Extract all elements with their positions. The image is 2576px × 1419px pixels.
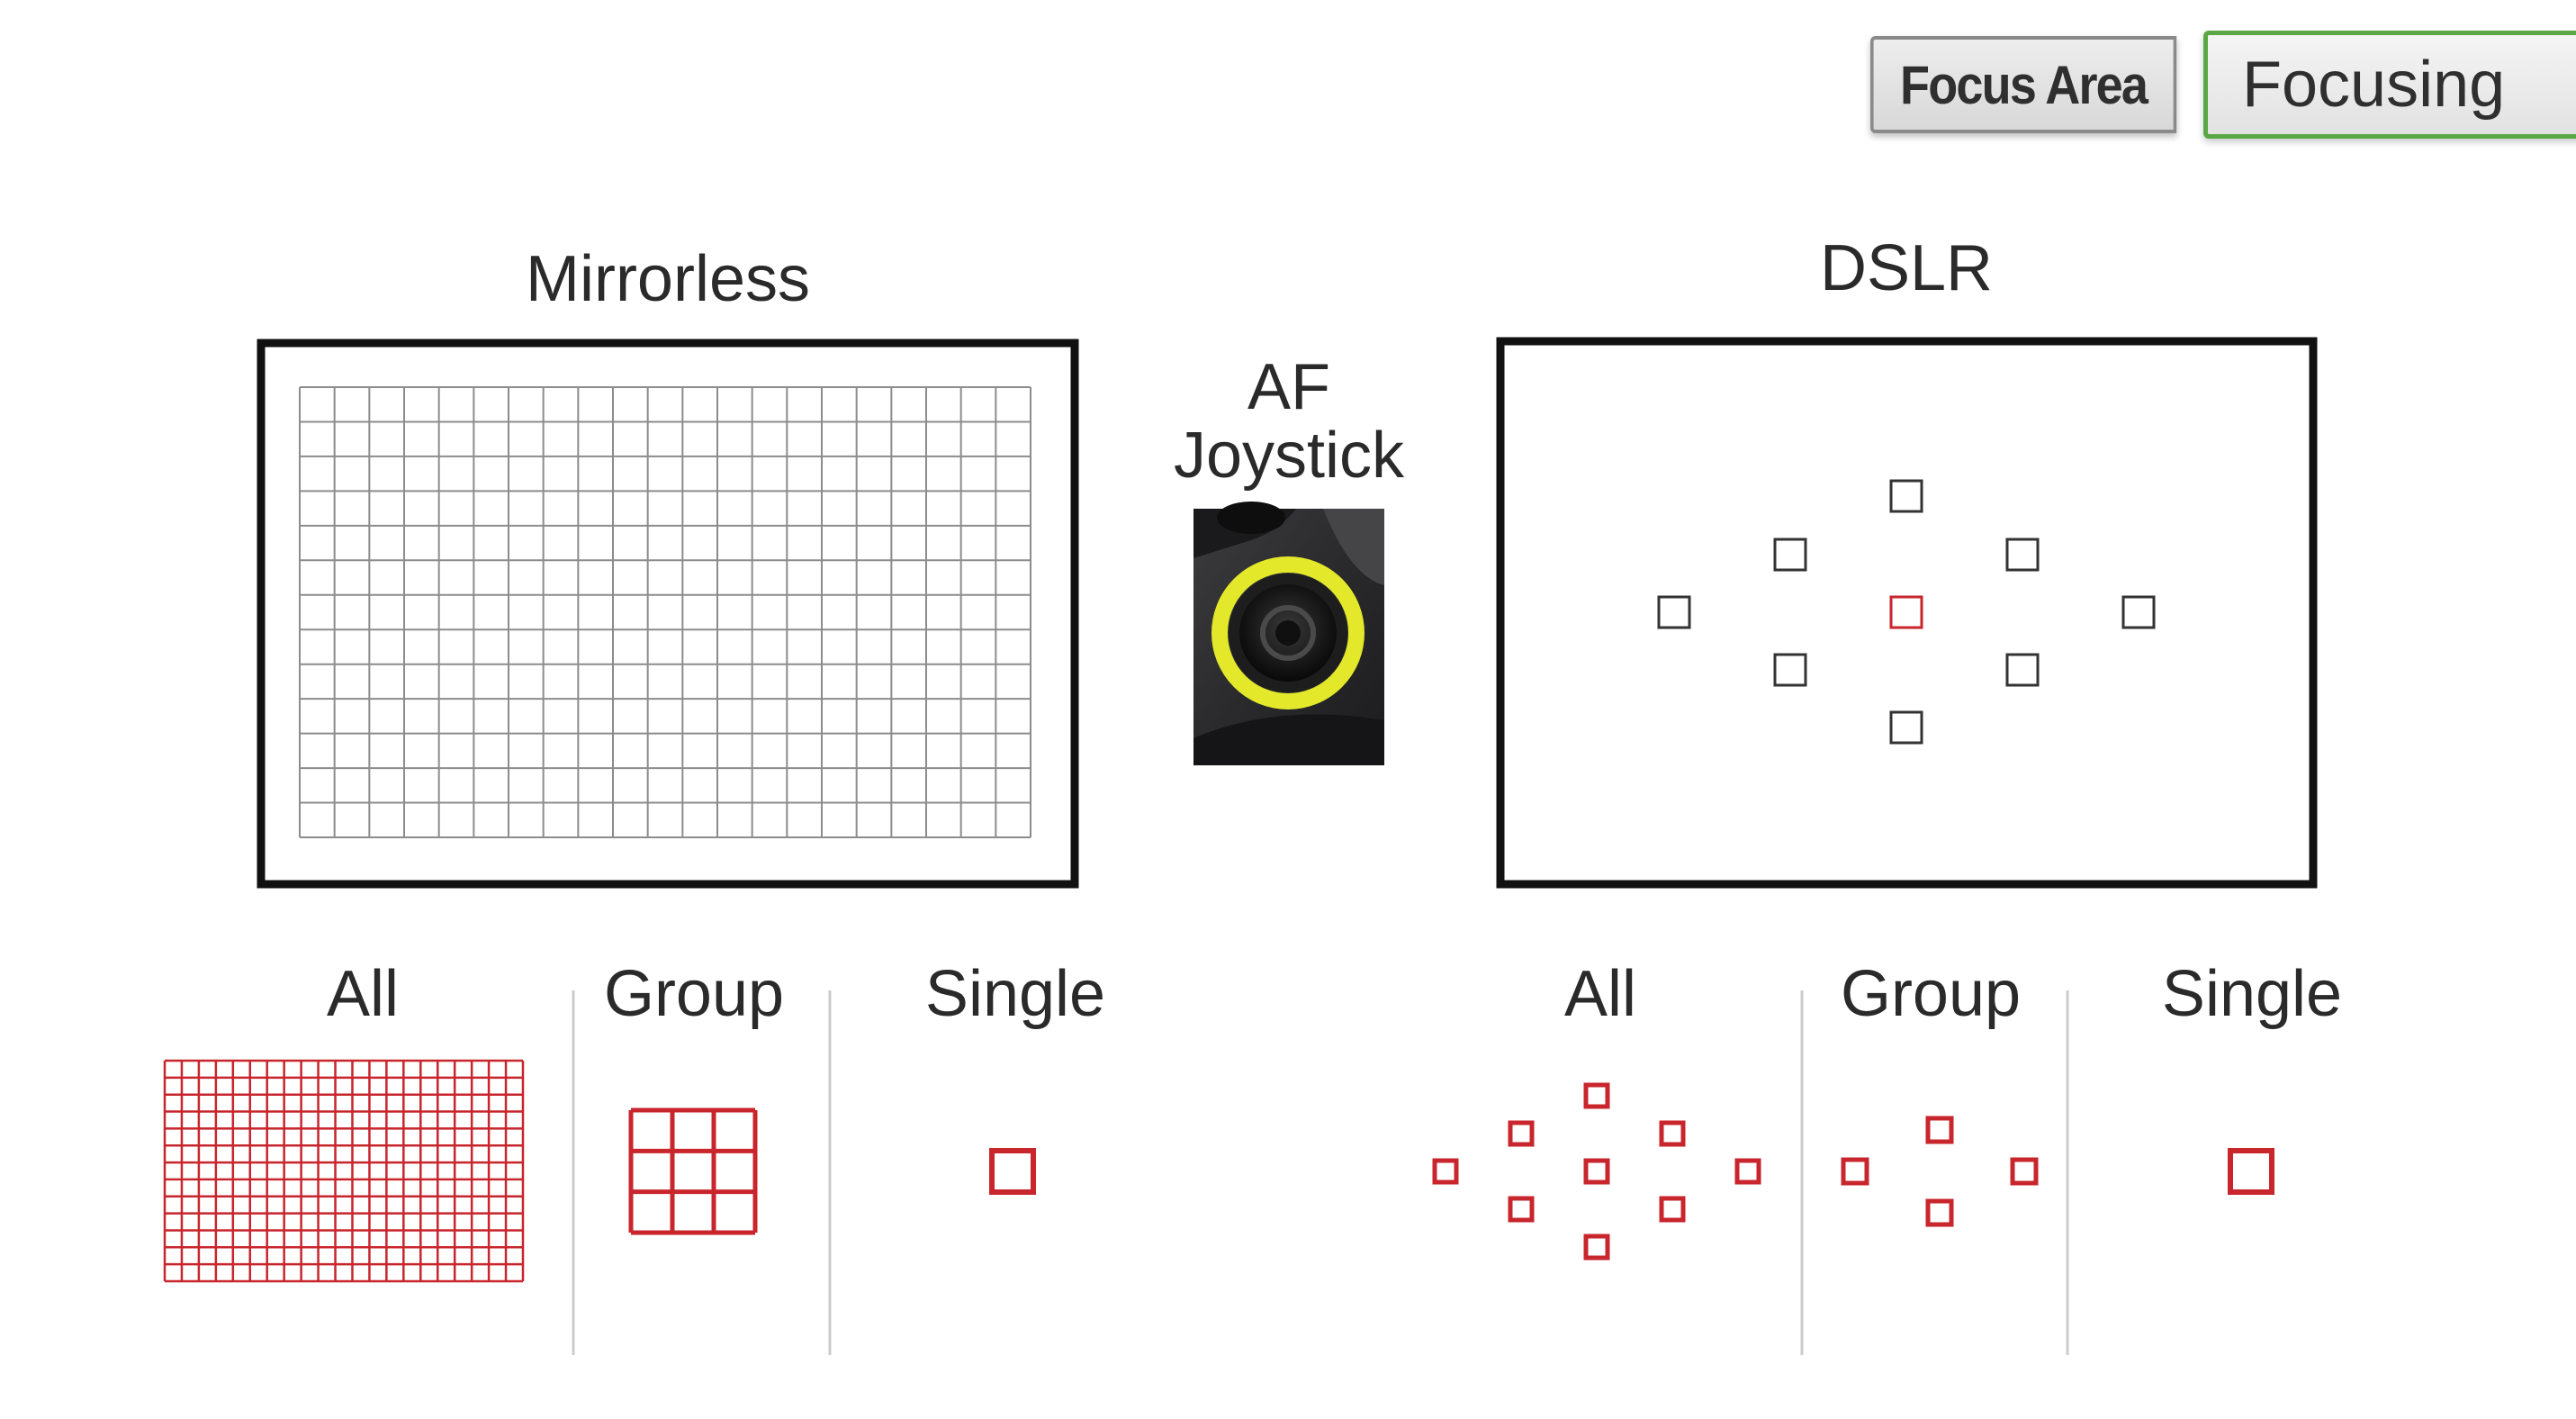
all-dslr-af-point <box>1583 1158 1610 1185</box>
label-single-dslr: Single <box>2162 958 2342 1030</box>
dslr-af-point <box>1889 479 1923 513</box>
all-dslr-af-point <box>1508 1196 1535 1223</box>
all-dslr-af-point <box>1583 1082 1610 1109</box>
dslr-af-point <box>2005 538 2040 572</box>
af-joystick-photo <box>1193 502 1384 765</box>
all-dslr-af-point <box>1659 1196 1686 1223</box>
mode-single-dslr-point <box>2228 1148 2274 1195</box>
af-joystick-title-line1: AF <box>1247 351 1330 423</box>
dslr-af-point <box>1657 595 1691 629</box>
dslr-af-point <box>2121 595 2156 629</box>
dslr-af-point <box>1773 538 1807 572</box>
dslr-af-point <box>1889 595 1923 629</box>
all-dslr-af-point <box>1583 1234 1610 1261</box>
label-group-mirrorless: Group <box>604 958 784 1030</box>
mirrorless-af-grid <box>299 386 1031 838</box>
label-group-dslr: Group <box>1841 958 2021 1030</box>
dslr-title: DSLR <box>1820 232 1993 304</box>
group-dslr-af-point <box>2010 1157 2039 1186</box>
all-dslr-af-point <box>1659 1120 1686 1147</box>
mode-all-mirrorless-grid <box>163 1059 525 1283</box>
mode-all-dslr-points <box>1432 1082 1761 1261</box>
dslr-af-points <box>1657 479 2156 745</box>
mode-group-mirrorless-grid <box>628 1107 758 1235</box>
all-dslr-af-point <box>1432 1158 1459 1185</box>
joystick-highlight-ring <box>1211 556 1365 710</box>
tab-focusing[interactable]: Focusing <box>2203 31 2576 139</box>
group-dslr-af-point <box>1841 1157 1869 1186</box>
label-all-dslr: All <box>1564 958 1636 1030</box>
mode-single-mirrorless-point <box>989 1148 1036 1195</box>
group-dslr-af-point <box>1925 1116 1954 1144</box>
dslr-frame <box>1496 337 2318 889</box>
dslr-af-point <box>1773 653 1807 687</box>
group-dslr-af-point <box>1925 1198 1954 1227</box>
all-dslr-af-point <box>1508 1120 1535 1147</box>
dslr-af-point <box>2005 653 2040 687</box>
mirrorless-title: Mirrorless <box>526 243 810 315</box>
dslr-af-point <box>1889 710 1923 745</box>
label-all-mirrorless: All <box>327 958 399 1030</box>
all-dslr-af-point <box>1734 1158 1761 1185</box>
af-joystick-title-line2: Joystick <box>1174 420 1405 492</box>
tab-focus-area[interactable]: Focus Area <box>1870 36 2177 133</box>
mirrorless-frame <box>257 339 1079 889</box>
mode-group-dslr-points <box>1841 1116 2039 1227</box>
label-single-mirrorless: Single <box>925 958 1105 1030</box>
